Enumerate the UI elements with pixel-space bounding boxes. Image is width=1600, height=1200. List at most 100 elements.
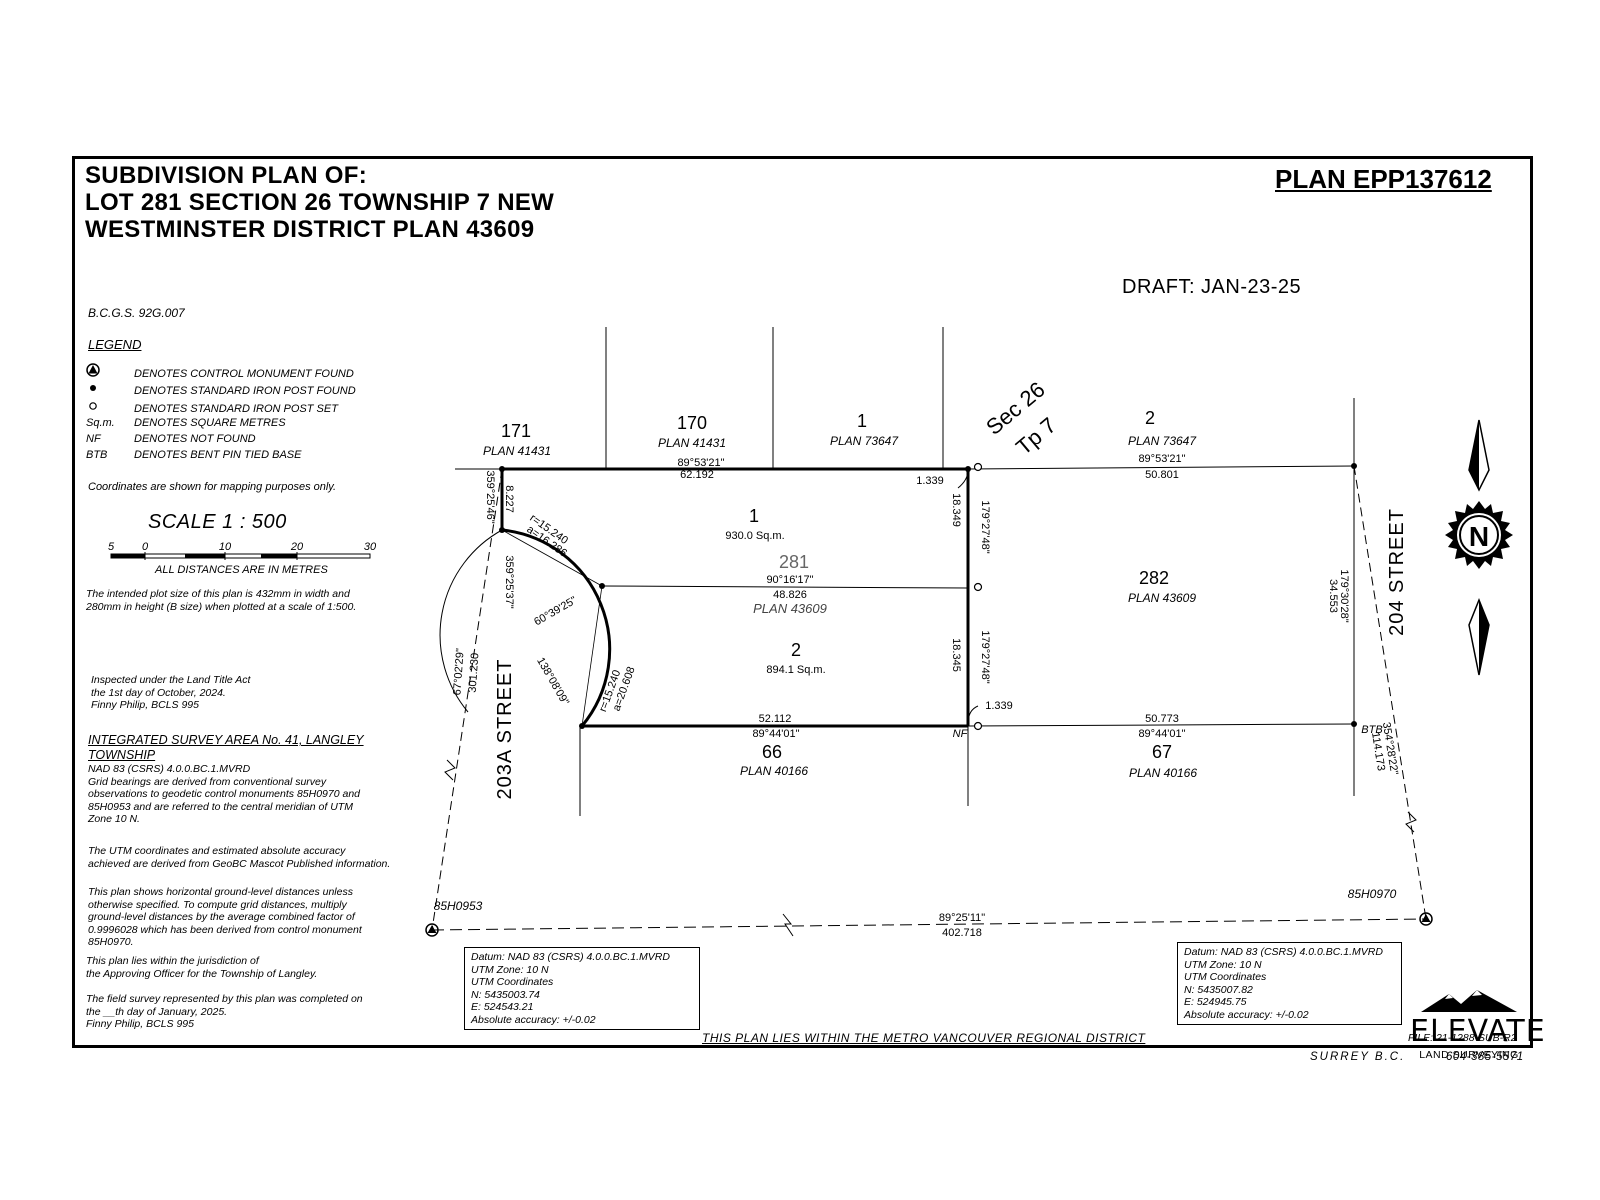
tie-line-west	[431, 468, 503, 931]
east-lower-bearing: 179°27'48"	[979, 630, 991, 683]
note-line: the 1st day of October, 2024.	[91, 686, 226, 699]
datum-box-east: Datum: NAD 83 (CSRS) 4.0.0.BC.1.MVRD UTM…	[1177, 942, 1402, 1025]
datum-line: Absolute accuracy: +/-0.02	[1184, 1008, 1309, 1021]
plan-title: SUBDIVISION PLAN OF: LOT 281 SECTION 26 …	[85, 162, 554, 243]
south-line-67	[967, 723, 1355, 727]
angle-1: 60°39'25"	[532, 594, 579, 628]
scale-tick-0: 0	[142, 541, 149, 553]
south-distance: 52.112	[759, 713, 792, 725]
iron-post-found-icon	[965, 466, 971, 472]
angle-2: 138°08'09"	[534, 655, 571, 707]
note-line: observations to geodetic control monumen…	[88, 788, 361, 800]
break-symbol-base	[782, 913, 794, 937]
old-lot-plan: PLAN 43609	[753, 601, 827, 616]
west-mid-bearing: 359°25'37"	[503, 555, 515, 608]
legend-title: LEGEND	[88, 337, 142, 352]
west-top-distance: 8.227	[503, 485, 515, 513]
tie-west-distance: 301.230	[467, 653, 482, 694]
note-line: Finny Philip, BCLS 995	[91, 699, 199, 711]
mid-bearing: 90°16'17"	[766, 574, 813, 586]
legend-text: DENOTES BENT PIN TIED BASE	[134, 449, 302, 461]
note-line: Grid bearings are derived from conventio…	[88, 775, 327, 788]
scale-tick-10: 10	[219, 541, 232, 553]
note-line: the __th day of January, 2025.	[86, 1005, 228, 1018]
units-note: ALL DISTANCES ARE IN METRES	[155, 564, 328, 576]
legend-symbol: NF	[86, 433, 101, 445]
base-bearing: 89°25'11"	[939, 912, 985, 924]
field-survey-note: The field survey represented by this pla…	[86, 993, 363, 1031]
iron-post-found-icon	[1351, 721, 1357, 727]
title-line-2: LOT 281 SECTION 26 TOWNSHIP 7 NEW	[85, 189, 555, 216]
lot-66-plan: PLAN 40166	[740, 764, 808, 778]
company-logo: ELEVATE LAND SURVEYING	[1410, 990, 1546, 1061]
jurisdiction-note: This plan lies within the jurisdiction o…	[86, 955, 317, 980]
note-line: 85H0970.	[88, 936, 134, 948]
north-east-bearing: 89°53'21"	[1138, 453, 1185, 465]
not-found-label: NF	[953, 728, 969, 740]
iron-post-found-icon	[599, 583, 605, 589]
note-line: 280mm in height (B size) when plotted at…	[86, 600, 357, 613]
scale-tick-30: 30	[364, 541, 377, 553]
tie-west-bearing: 67°02'29"	[451, 648, 466, 696]
west-top-bearing: 359°25'46"	[484, 470, 496, 523]
datum-line: UTM Coordinates	[471, 976, 554, 988]
north-east-distance: 50.801	[1145, 469, 1179, 481]
lot-170-number: 170	[677, 413, 707, 433]
scale-bar: 5 0 10 20 30	[108, 541, 377, 560]
note-line: achieved are derived from GeoBC Mascot P…	[88, 857, 391, 870]
street-204-label: 204 STREET	[1386, 508, 1408, 636]
metro-vancouver-note: THIS PLAN LIES WITHIN THE METRO VANCOUVE…	[702, 1031, 1146, 1045]
note-line: This plan lies within the jurisdiction o…	[86, 955, 259, 967]
datum-box-west: Datum: NAD 83 (CSRS) 4.0.0.BC.1.MVRD UTM…	[464, 947, 700, 1030]
lot-2-number: 2	[791, 640, 801, 660]
note-line: The field survey represented by this pla…	[86, 993, 363, 1005]
lot-1-north-plan: PLAN 73647	[830, 434, 899, 448]
east-lower-distance: 18.345	[950, 638, 962, 672]
utm-note: The UTM coordinates and estimated absolu…	[88, 845, 390, 870]
iron-post-found-icon	[499, 527, 505, 533]
datum-line: Absolute accuracy: +/-0.02	[471, 1013, 596, 1026]
lot-66-number: 66	[762, 742, 782, 762]
north-line-282	[967, 465, 1355, 470]
inspection-note: Inspected under the Land Title Act the 1…	[91, 674, 250, 712]
east-upper-distance: 18.349	[950, 493, 962, 527]
company-name: ELEVATE	[1410, 1014, 1546, 1049]
legend-symbol: BTB	[86, 449, 108, 461]
legend-text: DENOTES STANDARD IRON POST SET	[134, 403, 338, 415]
control-monument-icon	[86, 363, 134, 380]
datum-line: UTM Coordinates	[1184, 971, 1267, 983]
north-bearing: 89°53'21"	[677, 457, 724, 469]
tie-line-east	[1353, 465, 1427, 920]
legend-row-iron-post-found: DENOTES STANDARD IRON POST FOUND	[86, 382, 356, 397]
iron-post-found-icon	[1351, 463, 1357, 469]
north-letter: N	[1469, 521, 1489, 552]
curved-boundary	[501, 528, 612, 727]
scale-label: SCALE 1 : 500	[148, 511, 287, 533]
street-203a-label: 203A STREET	[494, 658, 516, 799]
note-line: 85H0953 and are referred to the central …	[88, 800, 353, 813]
datum-line: E: 524543.21	[471, 1001, 534, 1013]
iron-post-set-icon	[973, 462, 983, 472]
lot-282-plan: PLAN 43609	[1128, 591, 1196, 605]
scale-tick-20: 20	[290, 541, 304, 553]
south-east-distance: 50.773	[1145, 713, 1179, 725]
lot-division-line	[601, 585, 969, 589]
lot-67-plan: PLAN 40166	[1129, 766, 1197, 780]
radial-line-2	[581, 585, 603, 727]
note-line: The intended plot size of this plan is 4…	[86, 588, 350, 600]
legend-row-bent-pin: BTB DENOTES BENT PIN TIED BASE	[86, 449, 301, 461]
file-number: FILE: 21-1288-SUB-R2	[1408, 1032, 1517, 1044]
base-distance: 402.718	[942, 927, 982, 939]
footer-city: SURREY B.C.	[1310, 1051, 1406, 1063]
note-line: NAD 83 (CSRS) 4.0.0.BC.1.MVRD	[88, 763, 251, 775]
road-curve-west	[439, 529, 503, 713]
datum-line: Datum: NAD 83 (CSRS) 4.0.0.BC.1.MVRD	[471, 951, 670, 963]
east-282-bearing: 179°30'28"	[1338, 569, 1350, 622]
bcgs-number: B.C.G.S. 92G.007	[88, 306, 185, 320]
datum-line: UTM Zone: 10 N	[1184, 958, 1262, 971]
note-line: Finny Philip, BCLS 995	[86, 1018, 194, 1030]
legend-text: DENOTES CONTROL MONUMENT FOUND	[134, 368, 354, 380]
note-line: ground-level distances by the average co…	[88, 911, 355, 923]
